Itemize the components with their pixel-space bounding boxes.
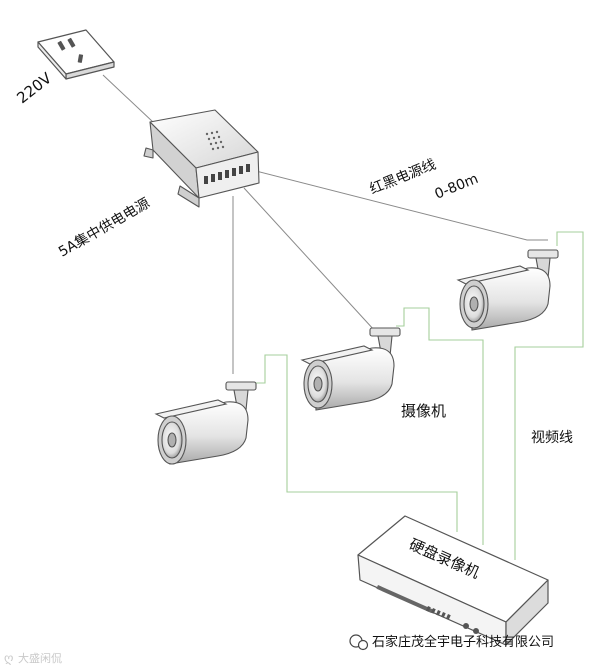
- video-cable-label: 视频线: [531, 430, 573, 446]
- watermark-company: 石家庄茂全宇电子科技有限公司: [372, 634, 554, 650]
- wall-socket-icon: [38, 30, 114, 79]
- camera-icon: [302, 328, 400, 410]
- video-wire-middle-camera: [396, 308, 483, 545]
- power-cable-label: 红黑电源线: [368, 157, 439, 198]
- camera-label: 摄像机: [401, 402, 446, 420]
- dvr-box: [358, 516, 548, 645]
- camera-icon: [458, 250, 558, 330]
- wechat-logo-icon-small: [359, 641, 368, 650]
- watermark-left-text: 大盛闲侃: [18, 651, 62, 665]
- watermark-left: ღ 大盛闲侃: [4, 651, 62, 665]
- camera-icon: [156, 382, 256, 464]
- weibo-logo-icon: ღ: [4, 651, 13, 665]
- distance-label: 0-80m: [433, 171, 481, 203]
- power-supply-box: [144, 110, 259, 207]
- voltage-label: 220V: [13, 69, 55, 108]
- watermark-right: 石家庄茂全宇电子科技有限公司: [350, 634, 554, 650]
- power-wire-to-middle-camera: [244, 188, 375, 331]
- power-supply-label: 5A集中供电电源: [56, 194, 153, 260]
